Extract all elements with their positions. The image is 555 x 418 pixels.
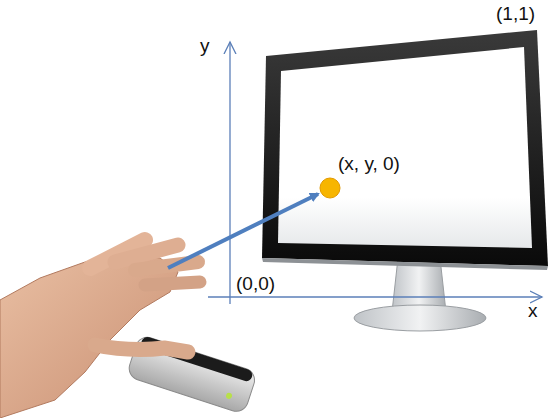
corner-coordinate: (1,1): [496, 4, 535, 25]
axis-label: x: [528, 301, 538, 322]
origin-coordinate: (0,0): [236, 274, 275, 295]
axis-label: y: [200, 36, 210, 57]
point-coordinate: (x, y, 0): [338, 154, 400, 175]
